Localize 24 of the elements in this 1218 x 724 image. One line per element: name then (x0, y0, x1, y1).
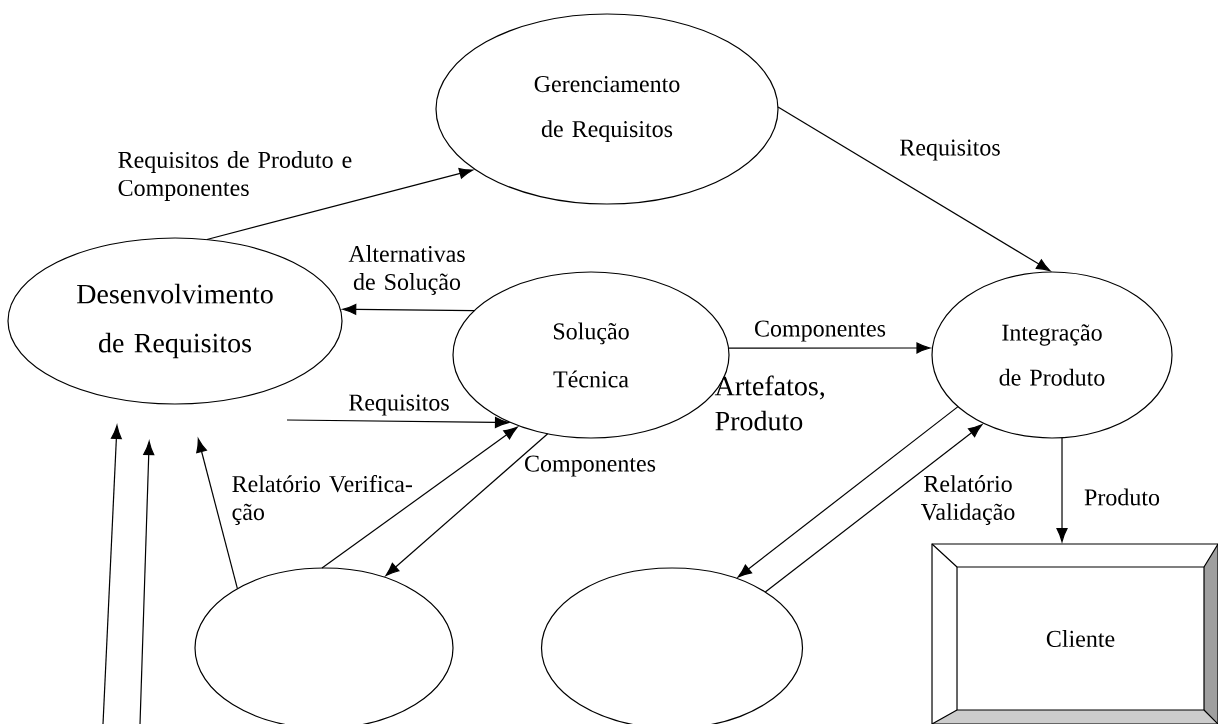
arrow (139, 440, 155, 724)
edge-label: Alternativas de Solução (348, 245, 465, 295)
edge-label: Componentes (755, 320, 886, 342)
arrow (385, 433, 549, 577)
arrow (764, 424, 983, 593)
arrow (102, 424, 122, 724)
client-box: Cliente (931, 543, 1218, 724)
arrow (1056, 437, 1068, 543)
edge-label: Requisitos (349, 394, 449, 416)
arrow (196, 438, 238, 590)
arrow (321, 426, 518, 569)
edge-label: Requisitos (900, 139, 1000, 161)
arrow (727, 342, 931, 354)
arrow (777, 106, 1051, 272)
text-label: Artefatos, Produto (714, 375, 825, 431)
arrow (737, 406, 959, 578)
arrow (342, 303, 475, 315)
edge-label: Requisitos de Produto e Componentes (118, 151, 352, 201)
edge-label: Componentes (525, 455, 656, 477)
edge-label: Relatório Validação (920, 475, 1015, 525)
arrow (206, 167, 474, 241)
edge-label: Produto (1084, 488, 1160, 506)
arrow (286, 416, 510, 428)
edge-label: Relatório Verifica- ção (232, 475, 413, 525)
